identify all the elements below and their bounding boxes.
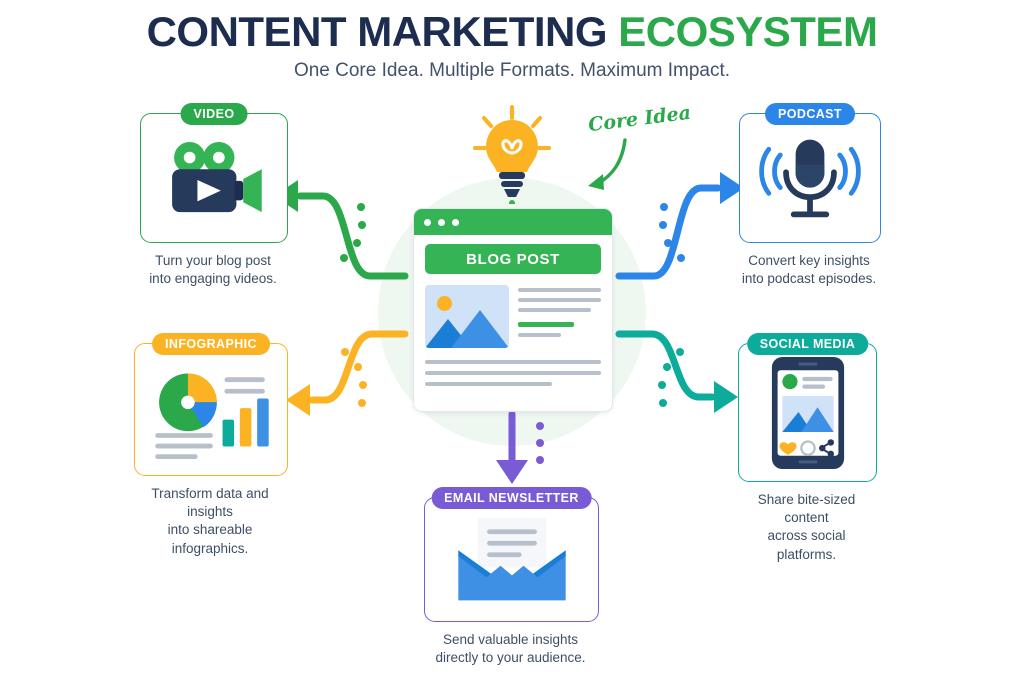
node-email[interactable]: EMAIL NEWSLETTER Send valuable insights … — [424, 487, 599, 667]
blog-post-media-row — [425, 285, 601, 348]
window-dot-icon — [424, 218, 431, 226]
blog-post-footer-lines — [425, 360, 601, 386]
arrow-to-video — [274, 180, 409, 280]
caption-video: Turn your blog post into engaging videos… — [149, 253, 277, 287]
page-subtitle: One Core Idea. Multiple Formats. Maximum… — [293, 60, 731, 81]
badge-video: VIDEO — [180, 103, 248, 125]
badge-social-media: SOCIAL MEDIA — [746, 333, 869, 355]
caption-email: Send valuable insights directly to your … — [435, 632, 586, 666]
email-newsletter-card[interactable]: EMAIL NEWSLETTER — [424, 487, 599, 622]
smartphone-post-icon — [771, 356, 844, 469]
blog-post-text-lines — [518, 285, 601, 348]
browser-titlebar — [414, 209, 612, 235]
core-idea-label: Core Idea — [587, 101, 693, 137]
lightbulb-icon — [470, 104, 554, 209]
title-main: CONTENT MARKETING — [146, 8, 608, 55]
infographic-card[interactable]: INFOGRAPHIC — [134, 333, 288, 476]
envelope-icon — [457, 517, 566, 600]
mountain-icon — [451, 310, 509, 348]
window-dot-icon — [452, 218, 459, 226]
caption-infographic: Transform data and insights into shareab… — [151, 486, 269, 556]
badge-infographic: INFOGRAPHIC — [152, 333, 270, 355]
video-camera-icon — [172, 141, 262, 213]
title-accent: ECOSYSTEM — [618, 8, 878, 55]
microphone-icon — [759, 139, 861, 218]
badge-podcast: PODCAST — [765, 103, 855, 125]
node-social[interactable]: SOCIAL MEDIA — [738, 333, 877, 564]
podcast-card[interactable]: PODCAST — [739, 103, 881, 243]
caption-podcast: Convert key insights into podcast episod… — [741, 253, 877, 287]
blog-post-card[interactable]: BLOG POST — [413, 208, 613, 412]
caption-social: Share bite-sized content across social p… — [757, 492, 856, 562]
sun-icon — [437, 296, 452, 311]
node-infographic[interactable]: INFOGRAPHIC Transform data — [134, 333, 288, 558]
blog-post-banner: BLOG POST — [425, 244, 601, 274]
node-podcast[interactable]: PODCAST Convert key insights into podcas… — [739, 103, 881, 288]
badge-email-newsletter: EMAIL NEWSLETTER — [431, 487, 592, 509]
window-dot-icon — [438, 218, 445, 226]
blog-post-image-placeholder — [425, 285, 509, 348]
arrow-core-idea — [588, 138, 627, 190]
page-title: CONTENT MARKETING ECOSYSTEM — [0, 8, 1024, 55]
blog-post-body: BLOG POST — [414, 235, 612, 386]
arrow-to-podcast — [615, 172, 744, 280]
social-media-card[interactable]: SOCIAL MEDIA — [738, 333, 877, 482]
chart-report-icon — [155, 372, 269, 459]
node-video[interactable]: VIDEO Turn your blog post into engaging … — [140, 103, 288, 288]
video-card[interactable]: VIDEO — [140, 103, 288, 243]
